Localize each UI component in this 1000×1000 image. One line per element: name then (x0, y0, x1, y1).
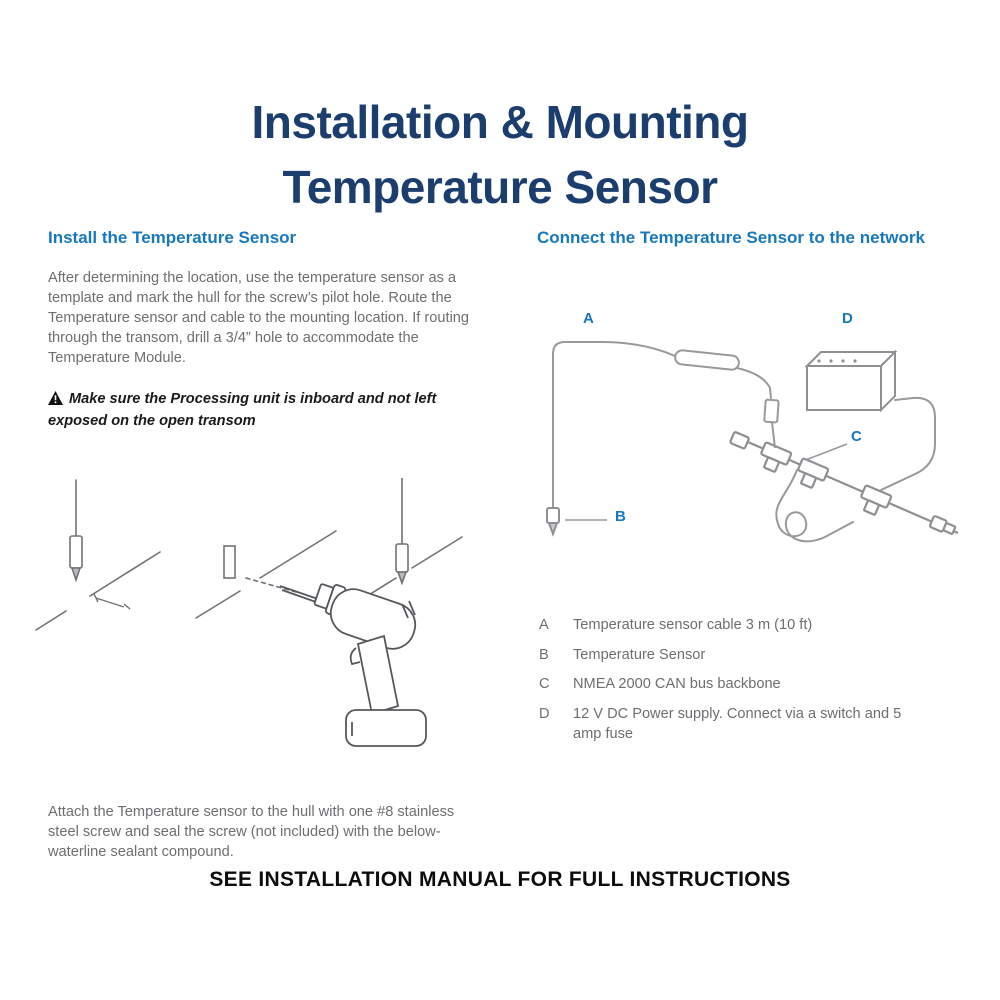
diagram-label-c: C (851, 428, 862, 445)
footer-note: SEE INSTALLATION MANUAL FOR FULL INSTRUC… (209, 868, 791, 891)
temperature-sensor-left-icon (69, 535, 83, 583)
mounting-illustration-art (35, 477, 463, 747)
diagram-label-a: A (583, 310, 594, 327)
diagram-legend: A Temperature sensor cable 3 m (10 ft) B… (539, 616, 971, 754)
legend-text: Temperature Sensor (573, 646, 706, 663)
attach-paragraph: Attach the Temperature sensor to the hul… (48, 803, 455, 860)
label-c-leader-line (802, 443, 848, 462)
install-section: Install the Temperature Sensor After det… (35, 228, 472, 908)
drop-cable-loop (775, 469, 854, 543)
screw-icon (93, 593, 131, 610)
legend-item-b: B Temperature Sensor (539, 646, 971, 666)
mounting-illustration (34, 477, 464, 778)
pilot-hole-dashed-line (245, 577, 297, 593)
drill-icon (279, 583, 427, 747)
page-title: Installation & Mounting Temperature Sens… (0, 90, 1000, 221)
legend-letter: C (539, 676, 550, 693)
warning-note: Make sure the Processing unit is inboard… (48, 389, 468, 432)
sensor-cable (552, 341, 772, 511)
legend-text: NMEA 2000 CAN bus backbone (573, 676, 781, 693)
legend-text: 12 V DC Power supply. Connect via a swit… (573, 706, 902, 742)
diagram-label-b: B (615, 508, 626, 525)
legend-item-d: D 12 V DC Power supply. Connect via a sw… (539, 705, 971, 744)
legend-text: Temperature sensor cable 3 m (10 ft) (573, 617, 813, 633)
diagram-label-d: D (842, 310, 853, 327)
sensor-template-icon (223, 545, 236, 579)
warning-icon (48, 390, 63, 411)
network-section: Connect the Temperature Sensor to the ne… (537, 228, 969, 908)
power-cable (880, 396, 936, 491)
network-diagram: A B C D (537, 298, 967, 598)
network-diagram-art (546, 341, 959, 543)
install-heading: Install the Temperature Sensor (48, 228, 297, 247)
legend-letter: A (539, 617, 549, 633)
legend-item-c: C NMEA 2000 CAN bus backbone (539, 675, 971, 695)
legend-item-a: A Temperature sensor cable 3 m (10 ft) (539, 616, 971, 636)
nmea-backbone (729, 431, 959, 535)
temperature-sensor-icon (546, 507, 560, 537)
title-line-1: Installation & Mounting (251, 96, 750, 148)
temperature-sensor-right-icon (395, 543, 409, 586)
legend-letter: B (539, 646, 549, 663)
title-line-2: Temperature Sensor (282, 161, 718, 214)
power-supply-box (804, 349, 898, 413)
ferrite-bead (674, 349, 740, 371)
legend-letter: D (539, 706, 550, 723)
warning-text: Make sure the Processing unit is inboard… (48, 390, 437, 430)
network-heading: Connect the Temperature Sensor to the ne… (537, 228, 925, 247)
install-paragraph: After determining the location, use the … (48, 269, 470, 366)
sensor-cable-connector (763, 398, 780, 449)
